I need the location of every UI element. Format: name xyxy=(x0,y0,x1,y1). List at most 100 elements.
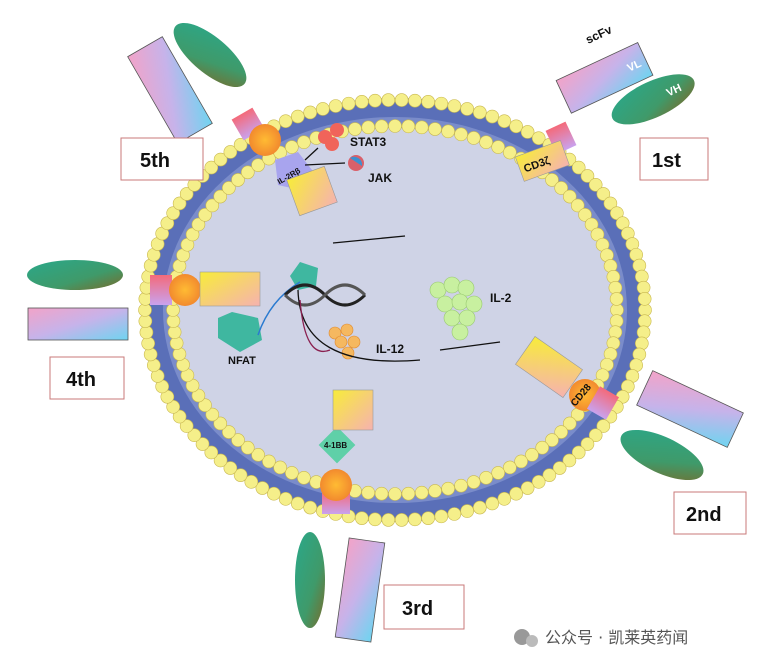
lipid-bead xyxy=(509,119,523,134)
lipid-bead xyxy=(434,96,449,111)
lipid-bead xyxy=(485,496,500,511)
lipid-bead xyxy=(285,466,299,480)
lipid-bead xyxy=(473,500,487,515)
lipid-bead xyxy=(520,481,535,495)
scfv-label: scFv xyxy=(583,22,614,46)
vh-label: VH xyxy=(665,82,684,99)
lipid-bead xyxy=(355,95,369,109)
label-1st: 1st xyxy=(639,137,709,181)
svg-text:1st: 1st xyxy=(652,150,681,172)
svg-text:5th: 5th xyxy=(140,150,170,172)
lipid-bead xyxy=(588,177,603,192)
lipid-bead xyxy=(355,511,369,525)
lipid-bead xyxy=(240,440,255,455)
lipid-bead xyxy=(179,419,194,433)
lipid-bead xyxy=(244,475,259,489)
lipid-bead xyxy=(447,99,462,113)
lipid-bead xyxy=(185,227,200,242)
label-5th: 5th xyxy=(120,137,204,181)
lipid-bead xyxy=(179,187,194,201)
lipid-bead xyxy=(503,145,517,160)
lipid-bead xyxy=(460,504,474,518)
lipid-bead xyxy=(233,138,248,152)
lipid-bead xyxy=(191,388,206,403)
lipid-bead xyxy=(166,206,180,220)
label-2nd: 2nd xyxy=(673,491,747,535)
lipid-bead xyxy=(441,124,455,139)
lipid-bead xyxy=(545,173,559,187)
lipid-bead xyxy=(394,513,409,527)
lipid-bead xyxy=(172,409,187,424)
lipid-bead xyxy=(187,428,202,443)
lipid-bead xyxy=(610,206,624,220)
lipid-bead xyxy=(408,93,422,108)
lipid-bead xyxy=(562,189,577,204)
lipid-bead xyxy=(251,158,265,172)
lipid-bead xyxy=(637,292,652,306)
lipid-bead xyxy=(205,198,220,213)
lipid-bead xyxy=(571,445,586,460)
lipid-bead xyxy=(361,120,376,135)
lipid-bead xyxy=(441,481,455,496)
lipid-bead xyxy=(278,492,293,506)
svg-text:4th: 4th xyxy=(66,369,96,391)
lipid-bead xyxy=(466,475,481,489)
lipid-bead xyxy=(408,512,422,527)
lipid-bead xyxy=(609,292,624,306)
lipid-bead xyxy=(584,217,599,232)
lipid-bead xyxy=(285,140,299,154)
lipid-bead xyxy=(401,119,416,134)
lipid-bead xyxy=(267,486,281,501)
lipid-bead xyxy=(466,131,481,145)
lipid-bead xyxy=(578,208,592,222)
lipid-bead xyxy=(421,95,435,109)
car-1st-gen: VL VH xyxy=(555,42,695,125)
lipid-bead xyxy=(596,419,611,433)
lipid-bead xyxy=(428,122,442,136)
lipid-bead xyxy=(198,208,212,222)
stat3-label: STAT3 xyxy=(350,135,387,149)
svg-text:公众号 · 凯莱英药闻: 公众号 · 凯莱英药闻 xyxy=(545,628,688,647)
lipid-bead xyxy=(213,453,228,468)
lipid-bead xyxy=(166,400,180,414)
lipid-bead xyxy=(394,93,409,107)
lipid-bead xyxy=(554,425,568,439)
il2-label: IL-2 xyxy=(490,291,512,305)
lipid-bead xyxy=(368,512,382,527)
lipid-bead xyxy=(562,453,577,468)
lipid-bead xyxy=(240,165,255,180)
lipid-bead xyxy=(545,433,559,447)
lipid-bead xyxy=(222,425,236,439)
lipid-bead xyxy=(341,96,356,111)
lipid-bead xyxy=(223,461,238,475)
cytoplasm xyxy=(175,128,615,492)
lipid-bead xyxy=(172,196,187,211)
nfat-label: NFAT xyxy=(228,355,256,367)
lipid-bead xyxy=(603,196,618,211)
lipid-bead xyxy=(316,102,330,116)
lipid-bead xyxy=(191,217,206,232)
lipid-bead xyxy=(231,433,245,447)
lipid-bead xyxy=(297,470,311,485)
lipid-bead xyxy=(414,485,429,500)
lipid-bead xyxy=(525,448,539,462)
lipid-bead xyxy=(580,437,595,451)
lipid-bead xyxy=(328,99,343,113)
lipid-bead xyxy=(297,135,311,150)
lipid-bead xyxy=(520,125,535,139)
lipid-bead xyxy=(531,475,546,489)
lipid-bead xyxy=(401,486,416,501)
4-1bb-label: 4-1BB xyxy=(324,441,347,450)
lipid-bead xyxy=(414,120,429,135)
lipid-bead xyxy=(231,173,245,187)
lipid-bead xyxy=(580,169,595,183)
lipid-bead xyxy=(454,127,468,142)
lipid-bead xyxy=(447,507,462,521)
lipid-bead xyxy=(497,492,512,506)
lipid-bead xyxy=(205,407,220,422)
lipid-bead xyxy=(213,152,228,167)
lipid-bead xyxy=(198,398,212,412)
svg-text:2nd: 2nd xyxy=(686,504,722,526)
lipid-bead xyxy=(473,105,487,120)
